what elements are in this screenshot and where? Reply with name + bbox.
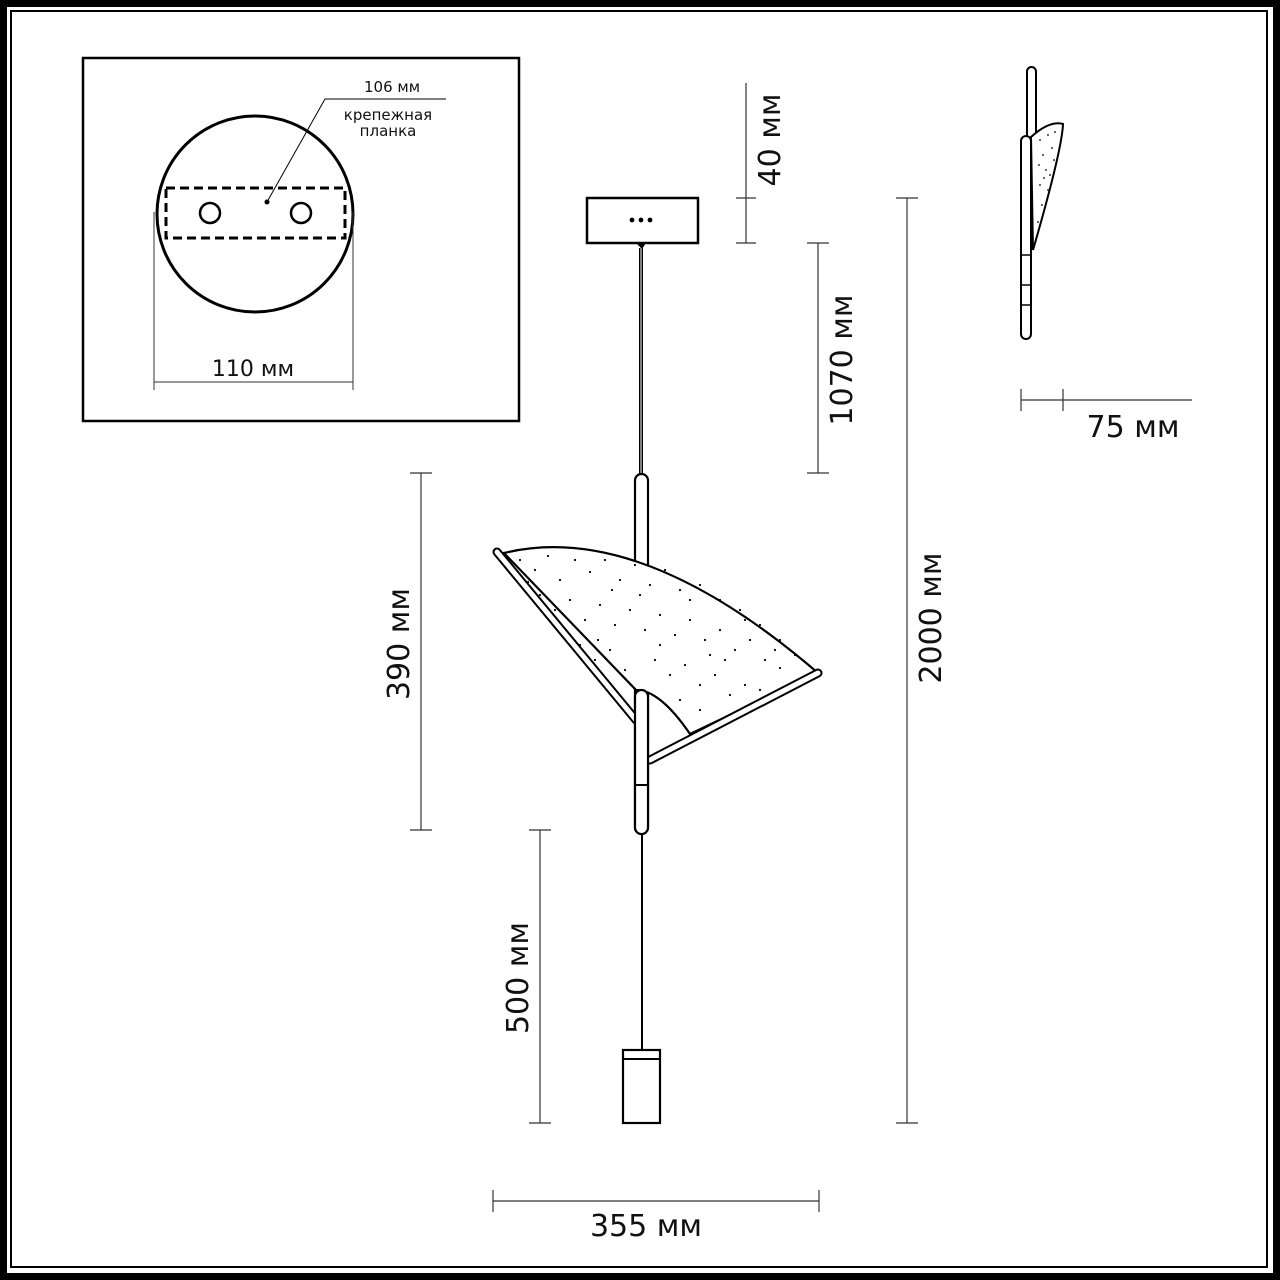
depth-label: 75 мм bbox=[1087, 410, 1180, 445]
width-label: 355 мм bbox=[590, 1209, 702, 1244]
depth-dimension bbox=[1020, 389, 1192, 411]
lamp-front-view bbox=[492, 196, 823, 1125]
total-height-label: 2000 мм bbox=[914, 552, 949, 683]
leader-line bbox=[266, 98, 446, 203]
inner-border bbox=[10, 10, 1268, 1268]
lamp-side-view bbox=[1020, 66, 1065, 340]
shade-texture bbox=[518, 554, 797, 712]
side-shade bbox=[1029, 122, 1065, 251]
fan-shade bbox=[501, 546, 820, 736]
mounting-bracket bbox=[164, 186, 347, 240]
screw-hole-left bbox=[198, 201, 222, 225]
diameter-label: 110 мм bbox=[212, 357, 294, 382]
bracket-caption-line2: планка bbox=[360, 122, 417, 140]
canopy-height-label: 40 мм bbox=[753, 94, 788, 187]
bracket-size-label: 106 мм bbox=[364, 78, 420, 96]
bracket-caption-line1: крепежная bbox=[344, 106, 432, 124]
screw-hole-right bbox=[289, 201, 313, 225]
inset-panel: 106 мм крепежная планка 110 мм bbox=[81, 56, 521, 423]
shade-height-label: 390 мм bbox=[382, 588, 417, 700]
cable-length-label: 1070 мм bbox=[825, 294, 860, 425]
canopy-circle bbox=[155, 114, 355, 314]
lower-rod-label: 500 мм bbox=[501, 922, 536, 1034]
dimension-lines bbox=[410, 83, 918, 1212]
pendant-weight bbox=[621, 1048, 662, 1125]
